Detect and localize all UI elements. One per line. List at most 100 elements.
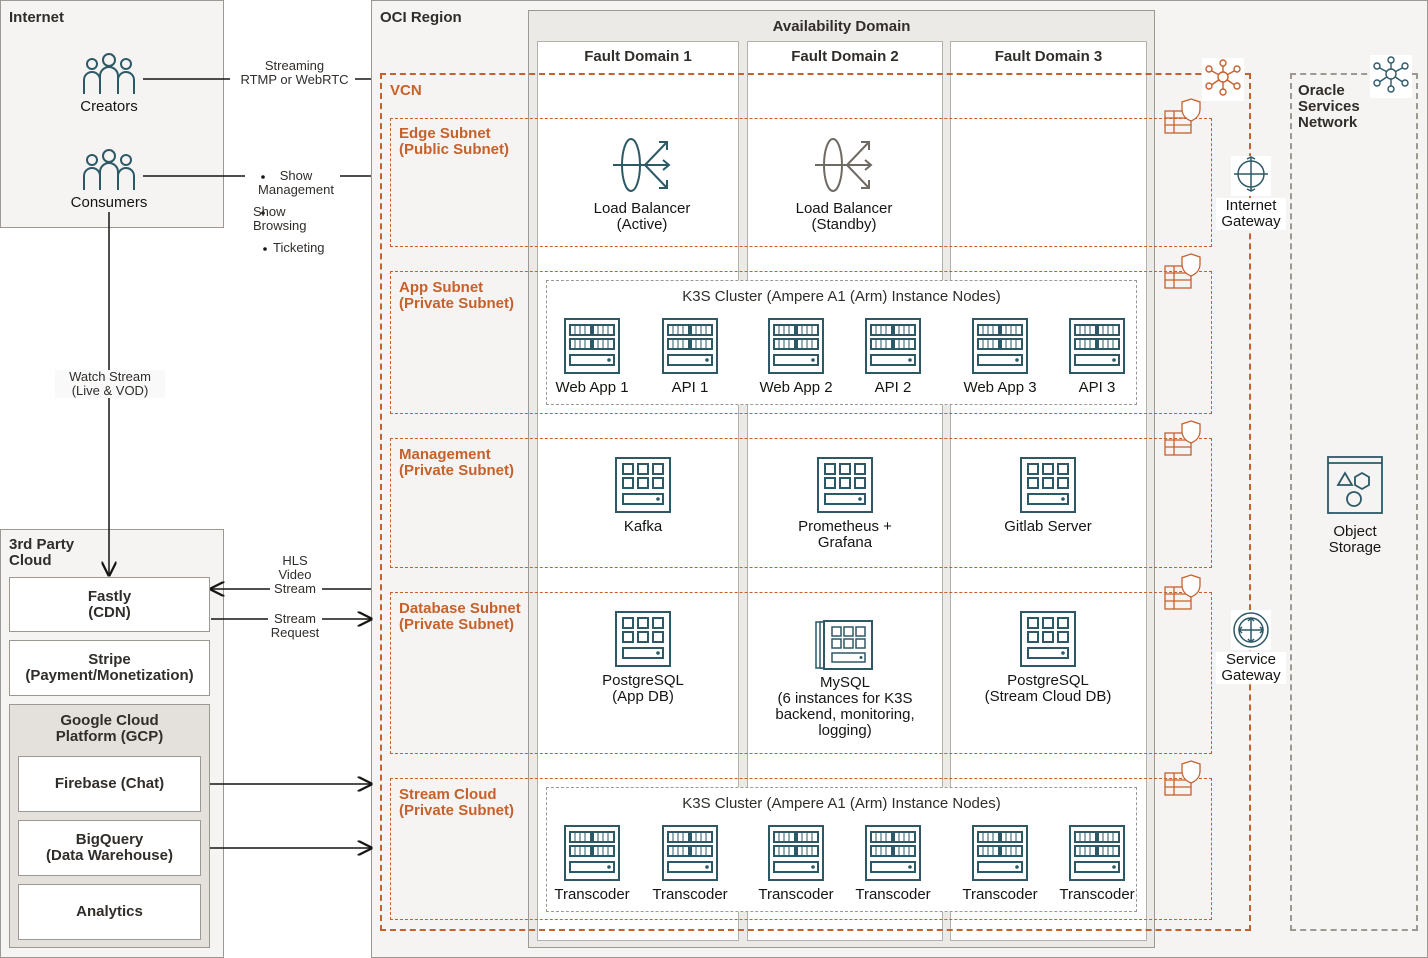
users-icon xyxy=(83,149,135,190)
kafka-label: Kafka xyxy=(623,518,663,535)
app-k3s-cluster: K3S Cluster (Ampere A1 (Arm) Instance No… xyxy=(546,280,1137,405)
transcoder-node: Transcoder xyxy=(950,824,1050,903)
load-balancer-icon xyxy=(613,138,671,192)
transcoder-label: Transcoder xyxy=(652,886,728,903)
app-cluster-label: Web App 1 xyxy=(555,379,629,396)
watch-stream-label: Watch Stream (Live & VOD) xyxy=(55,370,165,398)
app-cluster-node: API 2 xyxy=(843,317,943,396)
app-cluster-label: Web App 2 xyxy=(759,379,833,396)
transcoder-label: Transcoder xyxy=(962,886,1038,903)
object-storage-label: Object Storage xyxy=(1328,523,1382,556)
load-balancer-active: Load Balancer (Active) xyxy=(587,134,697,233)
management-subnet: Management (Private Subnet) xyxy=(390,438,1212,568)
app-cluster-label: API 1 xyxy=(671,379,709,396)
transcoder-label: Transcoder xyxy=(758,886,834,903)
internet-gateway-label: Internet Gateway xyxy=(1216,198,1286,230)
object-storage: Object Storage xyxy=(1315,455,1395,556)
firebase-chat: Firebase (Chat) xyxy=(18,756,201,812)
mysql-label: MySQL (6 instances for K3S backend, moni… xyxy=(775,674,915,739)
bigquery: BigQuery (Data Warehouse) xyxy=(18,820,201,876)
app-subnet-title: App Subnet (Private Subnet) xyxy=(399,279,515,312)
transcoder-node: Transcoder xyxy=(746,824,846,903)
compute-instance-icon xyxy=(768,825,824,881)
stream-request-label: Stream Request xyxy=(270,611,320,640)
compute-instance-icon xyxy=(564,825,620,881)
compute-instance-icon xyxy=(768,318,824,374)
creators-label: Creators xyxy=(80,98,138,115)
compute-instance-icon xyxy=(865,318,921,374)
stream-k3s-cluster: K3S Cluster (Ampere A1 (Arm) Instance No… xyxy=(546,787,1137,912)
mysql-instances-icon xyxy=(815,620,873,670)
database-instance-icon xyxy=(615,611,671,667)
security-list-icon xyxy=(1163,252,1203,295)
compute-instance-icon xyxy=(662,825,718,881)
transcoder-node: Transcoder xyxy=(542,824,642,903)
management-subnet-title: Management (Private Subnet) xyxy=(399,446,515,479)
app-subnet: App Subnet (Private Subnet) xyxy=(390,271,1212,414)
lb-active-label: Load Balancer (Active) xyxy=(593,200,691,233)
streaming-label: Streaming RTMP or WebRTC xyxy=(240,58,349,87)
availability-domain-title: Availability Domain xyxy=(772,18,911,35)
fault-domain-2-title: Fault Domain 2 xyxy=(791,48,899,65)
transcoder-node: Transcoder xyxy=(1047,824,1147,903)
security-list-icon xyxy=(1163,573,1203,616)
show-browsing-label: Show Browsing xyxy=(253,204,307,233)
lb-standby-label: Load Balancer (Standby) xyxy=(795,200,893,233)
compute-instance-icon xyxy=(1069,318,1125,374)
app-cluster-node: API 3 xyxy=(1047,317,1147,396)
postgres-stream-db: PostgreSQL (Stream Cloud DB) xyxy=(968,610,1128,705)
stream-cluster-title: K3S Cluster (Ampere A1 (Arm) Instance No… xyxy=(682,795,1001,812)
show-management-label: Show Management xyxy=(258,168,334,197)
compute-instance-icon xyxy=(817,457,873,513)
object-storage-icon xyxy=(1327,456,1383,514)
app-cluster-node: Web App 1 xyxy=(542,317,642,396)
postgres-app-db: PostgreSQL (App DB) xyxy=(578,610,708,705)
gcp-title: Google Cloud Platform (GCP) xyxy=(55,712,164,745)
security-list-icon xyxy=(1163,419,1203,462)
users-icon xyxy=(83,53,135,94)
oci-region-title: OCI Region xyxy=(380,9,462,26)
transcoder-label: Transcoder xyxy=(855,886,931,903)
security-list-icon xyxy=(1163,759,1203,802)
fault-domain-3-title: Fault Domain 3 xyxy=(994,48,1103,65)
transcoder-label: Transcoder xyxy=(554,886,630,903)
vcn-icon xyxy=(1202,58,1244,101)
analytics: Analytics xyxy=(18,884,201,940)
osn-icon xyxy=(1370,55,1412,98)
fault-domain-1-title: Fault Domain 1 xyxy=(584,48,692,65)
database-subnet: Database Subnet (Private Subnet) xyxy=(390,592,1212,754)
oracle-services-network: Oracle Services Network xyxy=(1290,73,1418,931)
load-balancer-icon xyxy=(815,138,873,192)
database-instance-icon xyxy=(1020,611,1076,667)
stream-cloud-subnet-title: Stream Cloud (Private Subnet) xyxy=(399,786,515,819)
gitlab-label: Gitlab Server xyxy=(1004,518,1092,535)
edge-subnet-title: Edge Subnet (Public Subnet) xyxy=(399,125,509,158)
service-gateway-label: Service Gateway xyxy=(1216,652,1286,684)
transcoder-node: Transcoder xyxy=(843,824,943,903)
compute-instance-icon xyxy=(972,318,1028,374)
internet-box: Internet xyxy=(0,0,224,228)
internet-gateway: Internet Gateway xyxy=(1216,156,1286,230)
compute-instance-icon xyxy=(972,825,1028,881)
mysql-db: MySQL (6 instances for K3S backend, moni… xyxy=(760,620,930,739)
postgres-app-label: PostgreSQL (App DB) xyxy=(602,672,684,705)
postgres-stream-label: PostgreSQL (Stream Cloud DB) xyxy=(984,672,1112,705)
vcn-boundary: VCN xyxy=(380,73,1251,931)
internet-gateway-icon xyxy=(1234,156,1268,192)
consumers-label: Consumers xyxy=(70,194,148,211)
compute-instance-icon xyxy=(1069,825,1125,881)
compute-instance-icon xyxy=(1020,457,1076,513)
load-balancer-standby: Load Balancer (Standby) xyxy=(789,134,899,233)
app-cluster-label: API 3 xyxy=(1078,379,1116,396)
ticketing-label: Ticketing xyxy=(273,240,325,255)
app-cluster-label: API 2 xyxy=(874,379,912,396)
service-gateway: Service Gateway xyxy=(1216,610,1286,684)
stripe: Stripe (Payment/Monetization) xyxy=(9,640,210,696)
gitlab-node: Gitlab Server xyxy=(983,456,1113,535)
app-cluster-title: K3S Cluster (Ampere A1 (Arm) Instance No… xyxy=(682,288,1001,305)
database-subnet-title: Database Subnet (Private Subnet) xyxy=(399,600,521,633)
kafka-node: Kafka xyxy=(593,456,693,535)
transcoder-node: Transcoder xyxy=(640,824,740,903)
creators: Creators xyxy=(69,50,149,115)
prometheus-node: Prometheus + Grafana xyxy=(780,456,910,551)
